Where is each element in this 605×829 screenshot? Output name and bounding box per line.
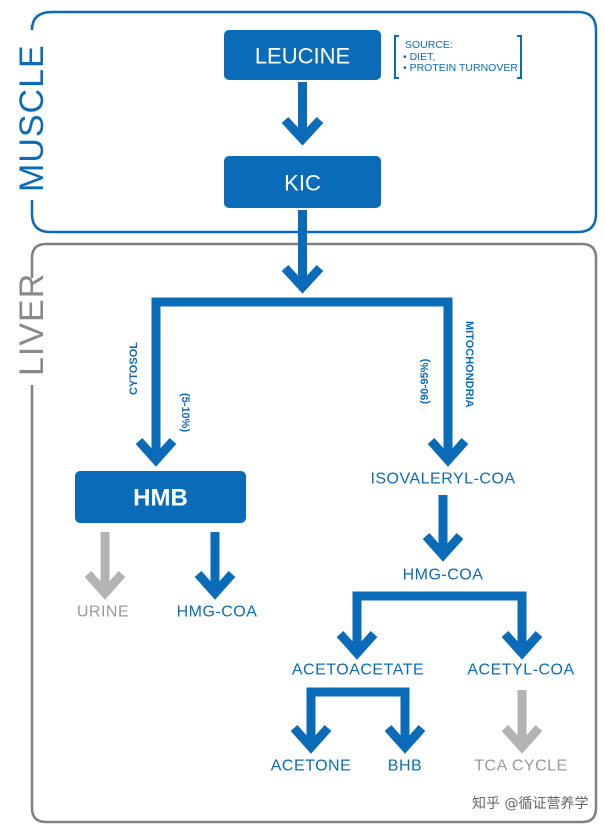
mitochondria-percent: (90-95%): [419, 358, 431, 404]
arrow-leucine-kic: [281, 82, 324, 146]
arrow-acetyl-coa-tca: [501, 690, 543, 754]
hmg-coa-left-label: HMG-COA: [177, 604, 258, 621]
muscle-region-label: MUSCLE: [13, 44, 51, 192]
hmb-node: HMB: [75, 471, 246, 523]
hmb-label: HMB: [133, 485, 188, 512]
branch-hmg-coa: [336, 591, 543, 660]
source-note: SOURCE: • DIET, • PROTEIN TURNOVER: [394, 35, 522, 79]
urine-label: URINE: [77, 604, 129, 621]
branch-split: [135, 297, 469, 467]
source-item-protein: • PROTEIN TURNOVER: [403, 62, 518, 74]
muscle-region-frame: [30, 10, 598, 234]
tca-cycle-label: TCA CYCLE: [474, 758, 567, 775]
arrow-isovaleryl-hmg-coa: [422, 495, 464, 562]
branch-acetoacetate: [290, 687, 426, 754]
source-item-diet: • DIET,: [403, 51, 435, 63]
kic-node: KIC: [224, 156, 381, 208]
source-title: SOURCE:: [405, 39, 453, 51]
acetone-label: ACETONE: [271, 758, 352, 775]
arrow-hmb-hmg-coa: [194, 532, 236, 600]
liver-region-frame: [30, 242, 598, 824]
bhb-label: BHB: [388, 758, 422, 775]
acetoacetate-label: ACETOACETATE: [292, 662, 424, 679]
watermark-text: 知乎 @循证营养学: [472, 795, 588, 812]
leucine-label: LEUCINE: [255, 44, 350, 69]
arrow-kic-liver: [281, 210, 324, 294]
cytosol-name: CYTOSOL: [128, 342, 140, 395]
leucine-node: LEUCINE: [224, 30, 381, 80]
isovaleryl-coa-label: ISOVALERYL-COA: [370, 471, 515, 488]
cytosol-percent: (5-10%): [179, 393, 191, 432]
kic-label: KIC: [284, 171, 321, 196]
liver-region-label: LIVER: [13, 273, 51, 376]
mitochondria-name: MITOCHONDRIA: [463, 321, 475, 408]
hmg-coa-right-label: HMG-COA: [403, 567, 484, 584]
acetyl-coa-label: ACETYL-COA: [467, 662, 574, 679]
mitochondria-branch-label: (90-95%) MITOCHONDRIA: [419, 321, 475, 408]
cytosol-branch-label: CYTOSOL (5-10%): [128, 342, 191, 433]
arrow-hmb-urine: [84, 532, 126, 600]
